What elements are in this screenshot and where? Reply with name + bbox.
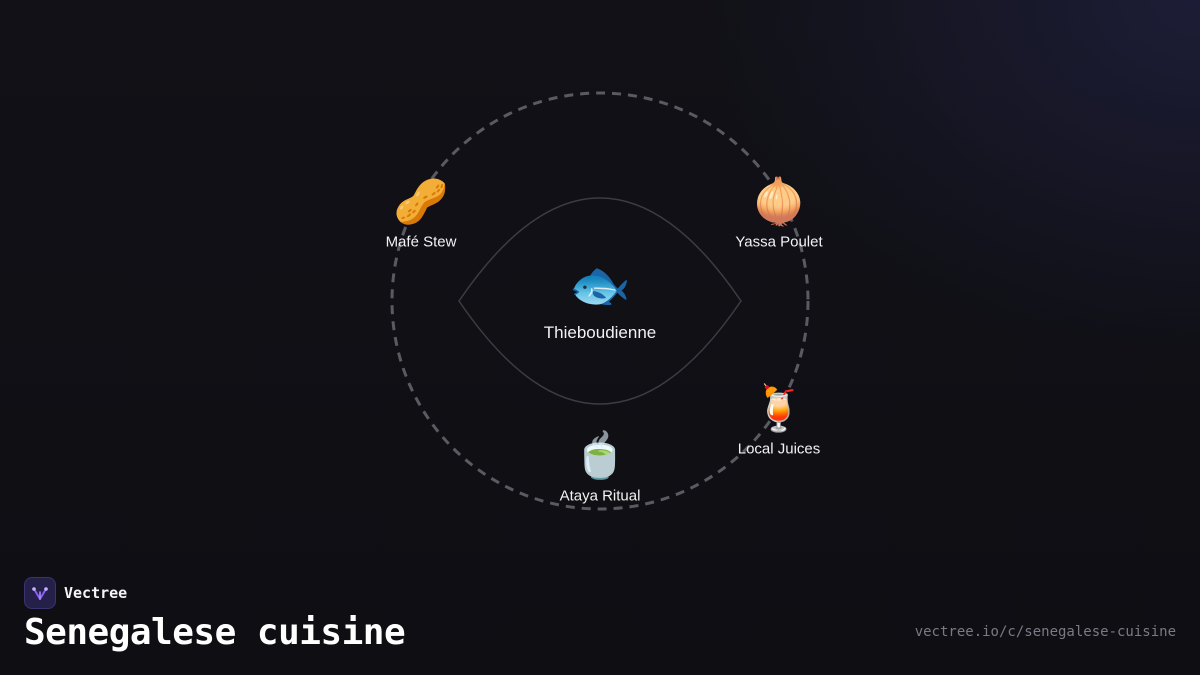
center-node-label: Thieboudienne bbox=[543, 323, 657, 342]
node-label: Ataya Ritual bbox=[559, 487, 641, 505]
node-mafe-stew[interactable]: 🥜 Mafé Stew bbox=[385, 176, 457, 251]
node-yassa-poulet[interactable]: 🧅 Yassa Poulet bbox=[735, 176, 823, 251]
tea-icon: 🍵 bbox=[572, 430, 628, 482]
vectree-mark-icon bbox=[32, 587, 48, 600]
page-url[interactable]: vectree.io/c/senegalese-cuisine bbox=[914, 624, 1176, 640]
brand[interactable]: Vectree bbox=[24, 577, 127, 609]
node-ataya-ritual[interactable]: 🍵 Ataya Ritual bbox=[559, 430, 641, 505]
node-label: Yassa Poulet bbox=[735, 233, 823, 251]
page-title: Senegalese cuisine bbox=[24, 612, 406, 653]
node-label: Mafé Stew bbox=[385, 233, 457, 251]
onion-icon: 🧅 bbox=[751, 176, 807, 228]
fish-icon: 🐟 bbox=[568, 256, 632, 314]
brand-name: Vectree bbox=[64, 584, 128, 602]
node-local-juices[interactable]: 🍹 Local Juices bbox=[737, 383, 821, 458]
node-label: Local Juices bbox=[737, 440, 821, 458]
vectree-logo-icon bbox=[24, 577, 56, 609]
peanut-icon: 🥜 bbox=[393, 176, 449, 228]
tropical-drink-icon: 🍹 bbox=[751, 383, 807, 435]
center-node[interactable]: 🐟 Thieboudienne bbox=[544, 257, 656, 343]
center-lens-shape bbox=[458, 197, 742, 405]
outer-dashed-ring bbox=[390, 91, 810, 511]
